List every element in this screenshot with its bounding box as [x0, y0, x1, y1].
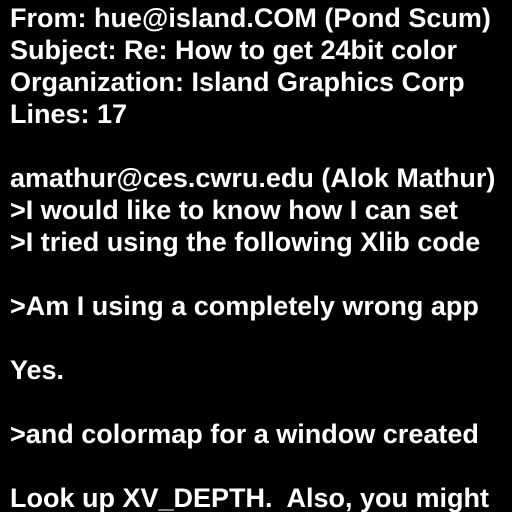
- reply-line: Look up XV_DEPTH. Also, you might: [10, 483, 490, 512]
- header-organization-line: Organization: Island Graphics Corp: [10, 67, 465, 97]
- quoted-line: >and colormap for a window created: [10, 419, 479, 449]
- quoted-line: >Am I using a completely wrong app: [10, 291, 479, 321]
- header-lines-count-line: Lines: 17: [10, 99, 128, 129]
- quoted-line: >I tried using the following Xlib code: [10, 227, 481, 257]
- quoted-line: >I would like to know how I can set: [10, 195, 458, 225]
- header-subject-line: Subject: Re: How to get 24bit color: [10, 35, 458, 65]
- attribution-line: amathur@ces.cwru.edu (Alok Mathur): [10, 163, 496, 193]
- header-from-line: From: hue@island.COM (Pond Scum): [10, 3, 491, 33]
- reply-line: Yes.: [10, 355, 65, 385]
